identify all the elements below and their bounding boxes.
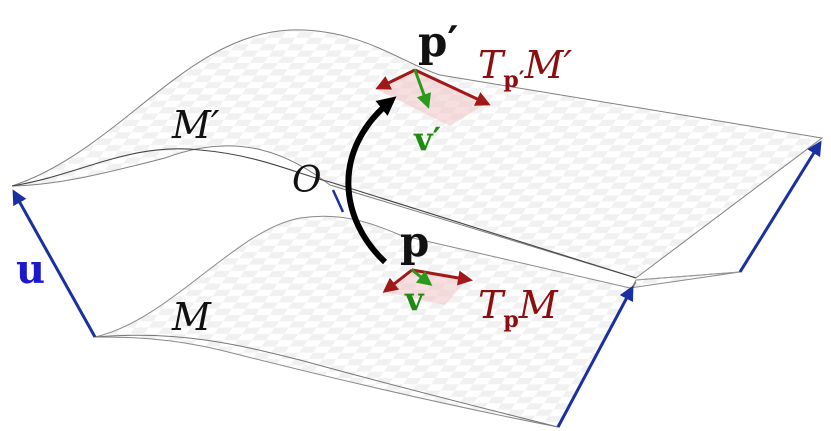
translation-arrow-origin: [331, 189, 345, 213]
tangent-lower-M: M: [518, 283, 559, 327]
label-point-upper: p′: [418, 17, 458, 66]
label-origin: O: [292, 160, 322, 201]
tangent-upper-sub: p′: [503, 67, 524, 93]
upper-surface-front-edge: [11, 148, 637, 279]
translation-arrow-front: [556, 285, 634, 428]
translation-arrow-right: [738, 140, 822, 273]
tangent-vector-lower: [411, 268, 433, 286]
lower-surface-front-edge: [94, 334, 559, 428]
label-tangent-lower: TpM: [478, 283, 559, 333]
mapping-arrow: [345, 96, 397, 265]
label-upper-manifold: M′: [171, 103, 220, 147]
tangent-frame-upper-left: [375, 68, 416, 90]
label-translation: u: [16, 246, 45, 293]
label-vector-upper: v′: [413, 120, 441, 158]
label-lower-manifold: M: [171, 295, 212, 339]
tangent-vector-upper: [413, 69, 431, 109]
tangent-lower-T: T: [478, 283, 506, 327]
tangent-upper-T: T: [478, 43, 506, 87]
tangent-plane-upper: [378, 68, 485, 126]
tangent-upper-M: M′: [524, 43, 573, 87]
translation-arrow-left: [12, 189, 97, 338]
label-vector-lower: v: [404, 280, 425, 318]
upper-surface: [11, 29, 824, 279]
lower-surface-back-right-edge: [635, 271, 741, 281]
tangent-frame-lower-left: [382, 268, 413, 293]
tangent-frame-upper-right: [414, 68, 491, 106]
label-point-lower: p: [400, 217, 429, 266]
tangent-lower-sub: p: [503, 307, 518, 333]
label-tangent-upper: Tp′M′: [478, 43, 572, 93]
